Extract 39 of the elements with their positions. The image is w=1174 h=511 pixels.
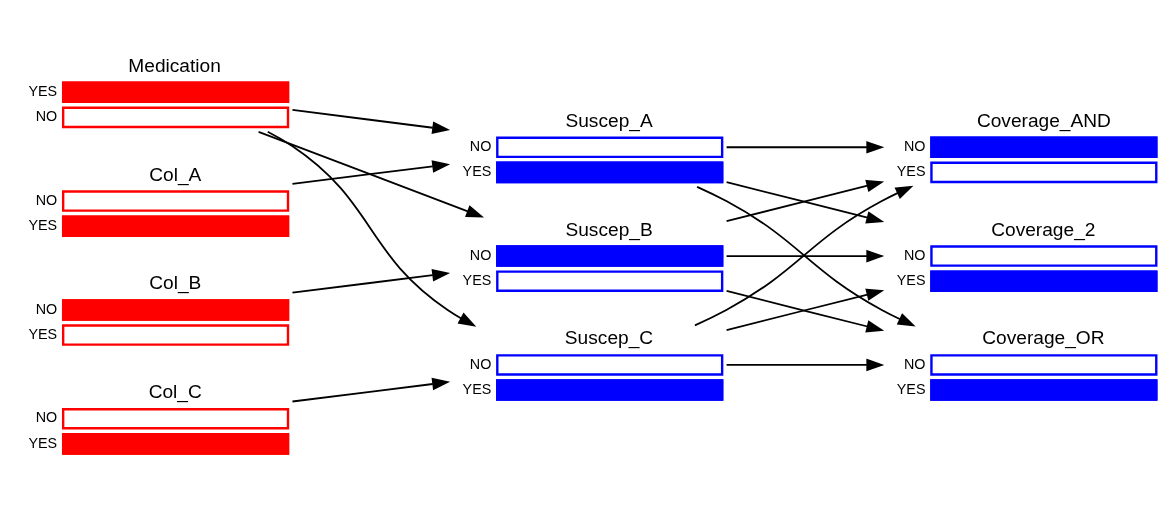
arrow xyxy=(257,131,485,218)
node-label: YES xyxy=(896,380,926,397)
node-label: Coverage_2 xyxy=(991,218,1096,240)
node-label: NO xyxy=(35,108,58,125)
node-label: NO xyxy=(469,355,492,372)
node-label: NO xyxy=(469,137,492,154)
arrow xyxy=(725,358,885,372)
arrow xyxy=(266,130,477,327)
node-label: YES xyxy=(462,271,492,288)
node-label: YES xyxy=(28,325,58,342)
node-label: NO xyxy=(903,355,926,372)
arrow xyxy=(291,269,451,294)
node-label: NO xyxy=(903,246,926,263)
node-label: Col_A xyxy=(149,163,202,185)
node-label: Suscep_B xyxy=(565,218,653,240)
node-label: Medication xyxy=(128,54,221,76)
node-label: Coverage_AND xyxy=(976,109,1111,131)
arrow xyxy=(291,160,451,185)
node-label: YES xyxy=(896,163,926,180)
node-label: YES xyxy=(462,380,492,397)
node-label: Coverage_OR xyxy=(982,327,1105,349)
node-label: YES xyxy=(28,82,58,99)
node-label: YES xyxy=(28,434,58,451)
node-label: Col_B xyxy=(149,272,202,294)
node-label: YES xyxy=(896,271,926,288)
node-label: Suscep_A xyxy=(565,109,653,131)
arrow xyxy=(291,109,451,134)
arrow xyxy=(291,377,451,403)
node-label: NO xyxy=(469,246,492,263)
node-label: YES xyxy=(462,163,492,180)
node-label: NO xyxy=(903,137,926,154)
node-label: NO xyxy=(35,300,58,317)
node-label: YES xyxy=(28,216,58,233)
node-label: Col_C xyxy=(148,381,202,403)
arrow xyxy=(725,249,885,263)
arrow xyxy=(725,140,885,154)
node-label: NO xyxy=(35,409,58,426)
node-label: Suscep_C xyxy=(564,327,654,349)
node-label: NO xyxy=(35,191,58,208)
